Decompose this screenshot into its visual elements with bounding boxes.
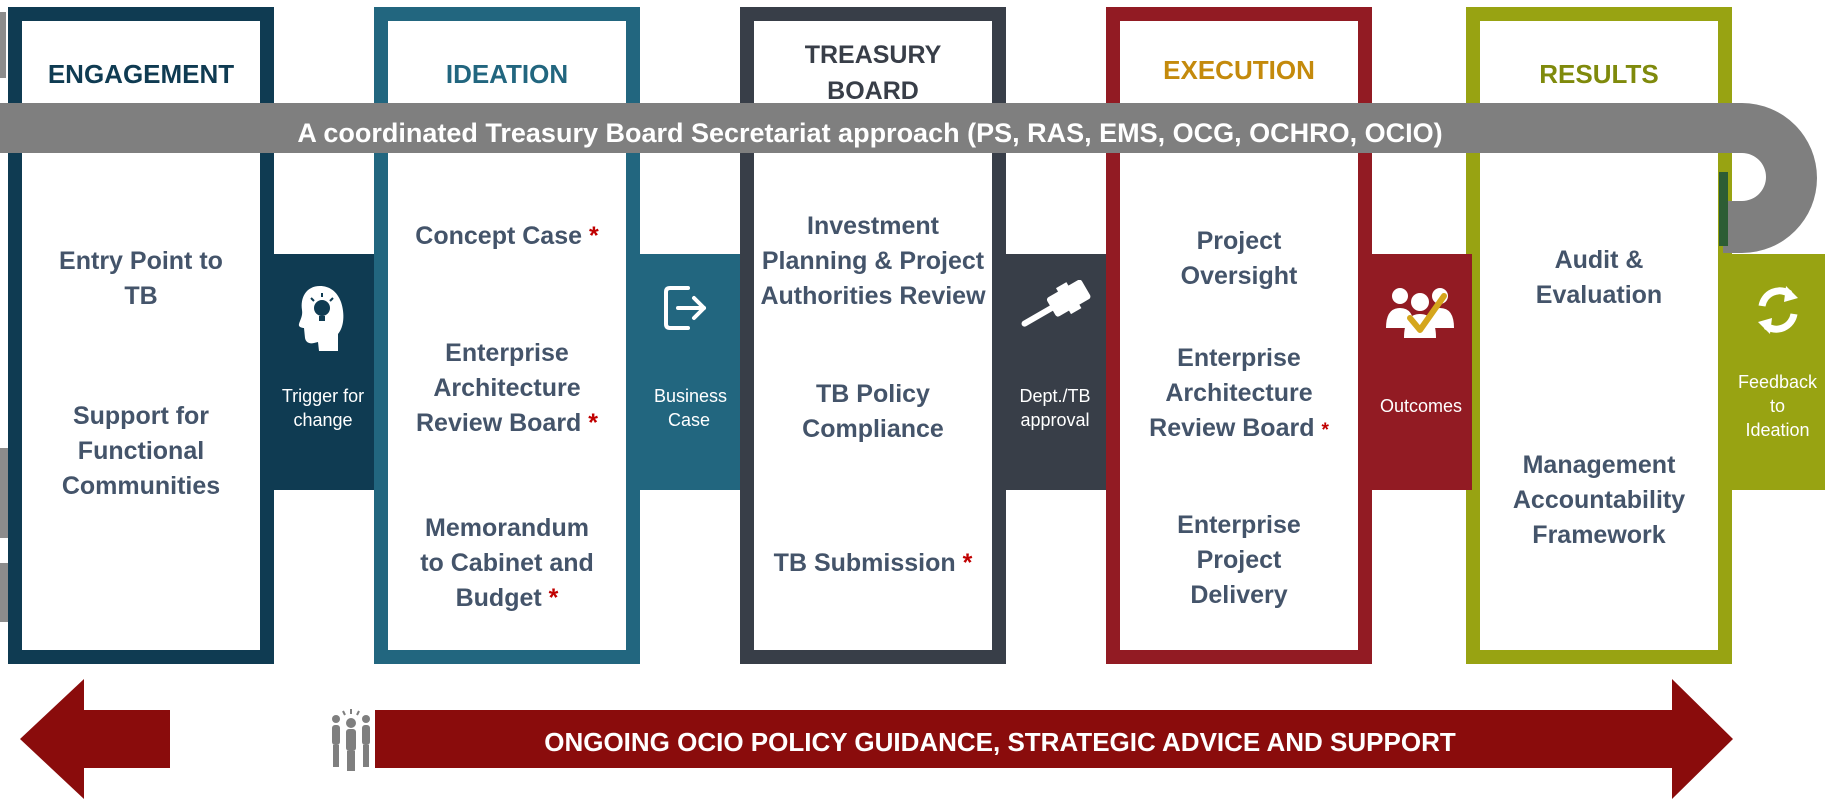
required-star: * [1321, 420, 1329, 441]
ongoing-support-label: ONGOING OCIO POLICY GUIDANCE, STRATEGIC … [544, 727, 1456, 757]
column-title: RESULTS [1539, 59, 1659, 89]
connector-business-case: Business Case [638, 254, 740, 490]
item-concept-case: Concept Case * [415, 222, 599, 250]
connector-label: Feedback to Ideation [1738, 372, 1818, 440]
lightbulb-head-icon [298, 286, 344, 351]
item-earb-execution: Enterprise Architecture Review Board * [1149, 344, 1329, 442]
connector-label: Business Case [654, 386, 728, 430]
people-check-icon [1386, 288, 1454, 338]
item-entry-point: Entry Point to TB [59, 247, 223, 310]
required-star: * [548, 584, 559, 612]
column-engagement: ENGAGEMENT Entry Point to TB Support for… [8, 7, 274, 664]
required-star: * [588, 409, 599, 437]
required-star: * [588, 222, 599, 250]
item-enterprise-project-delivery: Enterprise Project Delivery [1177, 511, 1301, 609]
item-earb: Enterprise Architecture Review Board * [415, 339, 599, 437]
item-memorandum: Memorandum to Cabinet and Budget * [420, 514, 594, 612]
item-audit-evaluation: Audit & Evaluation [1535, 246, 1663, 309]
item-project-oversight: Project Oversight [1180, 227, 1298, 290]
required-star: * [962, 549, 973, 577]
connector-outcomes: Outcomes [1370, 254, 1472, 490]
connector-label: Trigger for change [281, 386, 365, 430]
item-tb-policy: TB Policy Compliance [802, 380, 944, 443]
exit-arrow-icon [664, 286, 706, 330]
item-investment-planning: Investment Planning & Project Authoritie… [760, 212, 986, 310]
refresh-icon [1758, 286, 1798, 334]
ongoing-support-arrow [20, 679, 1733, 799]
left-edge-bar-mid [0, 448, 10, 538]
item-tb-submission: TB Submission * [773, 549, 973, 577]
column-title: IDEATION [445, 59, 569, 89]
band-label: A coordinated Treasury Board Secretariat… [297, 118, 1443, 148]
left-edge-bar-top [0, 12, 6, 78]
connector-label: Dept./TB approval [1019, 386, 1091, 430]
connector-label: Outcomes [1379, 396, 1463, 416]
item-support-functional-communities: Support for Functional Communities [61, 402, 221, 500]
connector-approval: Dept./TB approval [1004, 254, 1106, 490]
people-group-icon [332, 709, 370, 771]
gavel-icon [1021, 280, 1091, 327]
column-title: EXECUTION [1163, 55, 1315, 85]
connector-trigger: Trigger for change [272, 254, 374, 490]
item-maf: Management Accountability Framework [1512, 451, 1686, 549]
connector-feedback: Feedback to Ideation [1730, 254, 1825, 490]
column-title: ENGAGEMENT [47, 59, 235, 89]
coordination-band [0, 103, 1817, 253]
